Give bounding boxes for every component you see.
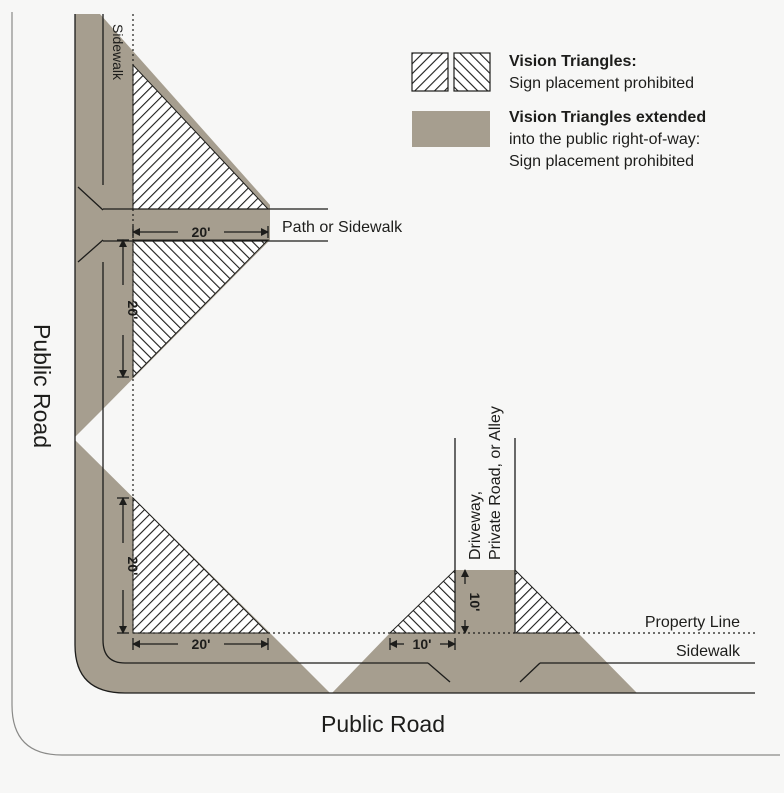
- path-tick-upper: [77, 186, 104, 211]
- dimension-lines: [117, 226, 469, 650]
- path-tick-lower: [77, 239, 104, 263]
- dim-corner-vertical: 20': [125, 557, 141, 576]
- legend-vision-title: Vision Triangles:: [509, 53, 637, 70]
- vision-triangle-top-upper: [132, 63, 270, 210]
- extended-area-driveway: [332, 570, 637, 693]
- label-public-road-bottom: Public Road: [321, 711, 445, 737]
- extended-area-bottom-corner: [75, 440, 330, 693]
- label-driveway-line2: Private Road, or Alley: [487, 406, 504, 560]
- legend-extended-line2: Sign placement prohibited: [509, 153, 694, 170]
- dim-driveway-vertical: 10': [467, 593, 483, 612]
- sidewalk-inner-line-mid: [102, 262, 428, 664]
- legend-swatch-hatch-a: [411, 52, 449, 92]
- legend: Vision Triangles: Sign placement prohibi…: [411, 52, 706, 170]
- label-public-road-left: Public Road: [29, 324, 55, 448]
- vision-triangle-driveway-left: [388, 568, 456, 634]
- vision-triangle-driveway-right: [514, 568, 580, 634]
- driveway-apron-left: [427, 662, 451, 683]
- legend-vision-text: Sign placement prohibited: [509, 75, 694, 92]
- vision-triangle-top-lower: [132, 239, 270, 379]
- legend-swatch-hatch-b: [453, 52, 491, 92]
- extended-area-top-left: [75, 14, 270, 437]
- label-path-or-sidewalk: Path or Sidewalk: [282, 219, 403, 236]
- legend-extended-title: Vision Triangles extended: [509, 109, 706, 126]
- dim-corner-horizontal: 20': [192, 636, 211, 652]
- road-edge-line: [74, 14, 755, 694]
- vision-triangle-corner: [132, 496, 270, 634]
- legend-swatch-extended: [412, 111, 490, 147]
- label-sidewalk-vertical: Sidewalk: [110, 24, 126, 81]
- label-sidewalk-bottom: Sidewalk: [676, 643, 741, 660]
- driveway-apron-right: [519, 662, 541, 683]
- legend-extended-line1: into the public right-of-way:: [509, 131, 700, 148]
- label-driveway-line1: Driveway,: [467, 491, 484, 560]
- frame-border: [11, 12, 780, 756]
- dim-driveway-horizontal: 10': [413, 636, 432, 652]
- dim-top-vertical: 20': [125, 301, 141, 320]
- dim-top-horizontal: 20': [192, 224, 211, 240]
- label-property-line: Property Line: [645, 614, 740, 631]
